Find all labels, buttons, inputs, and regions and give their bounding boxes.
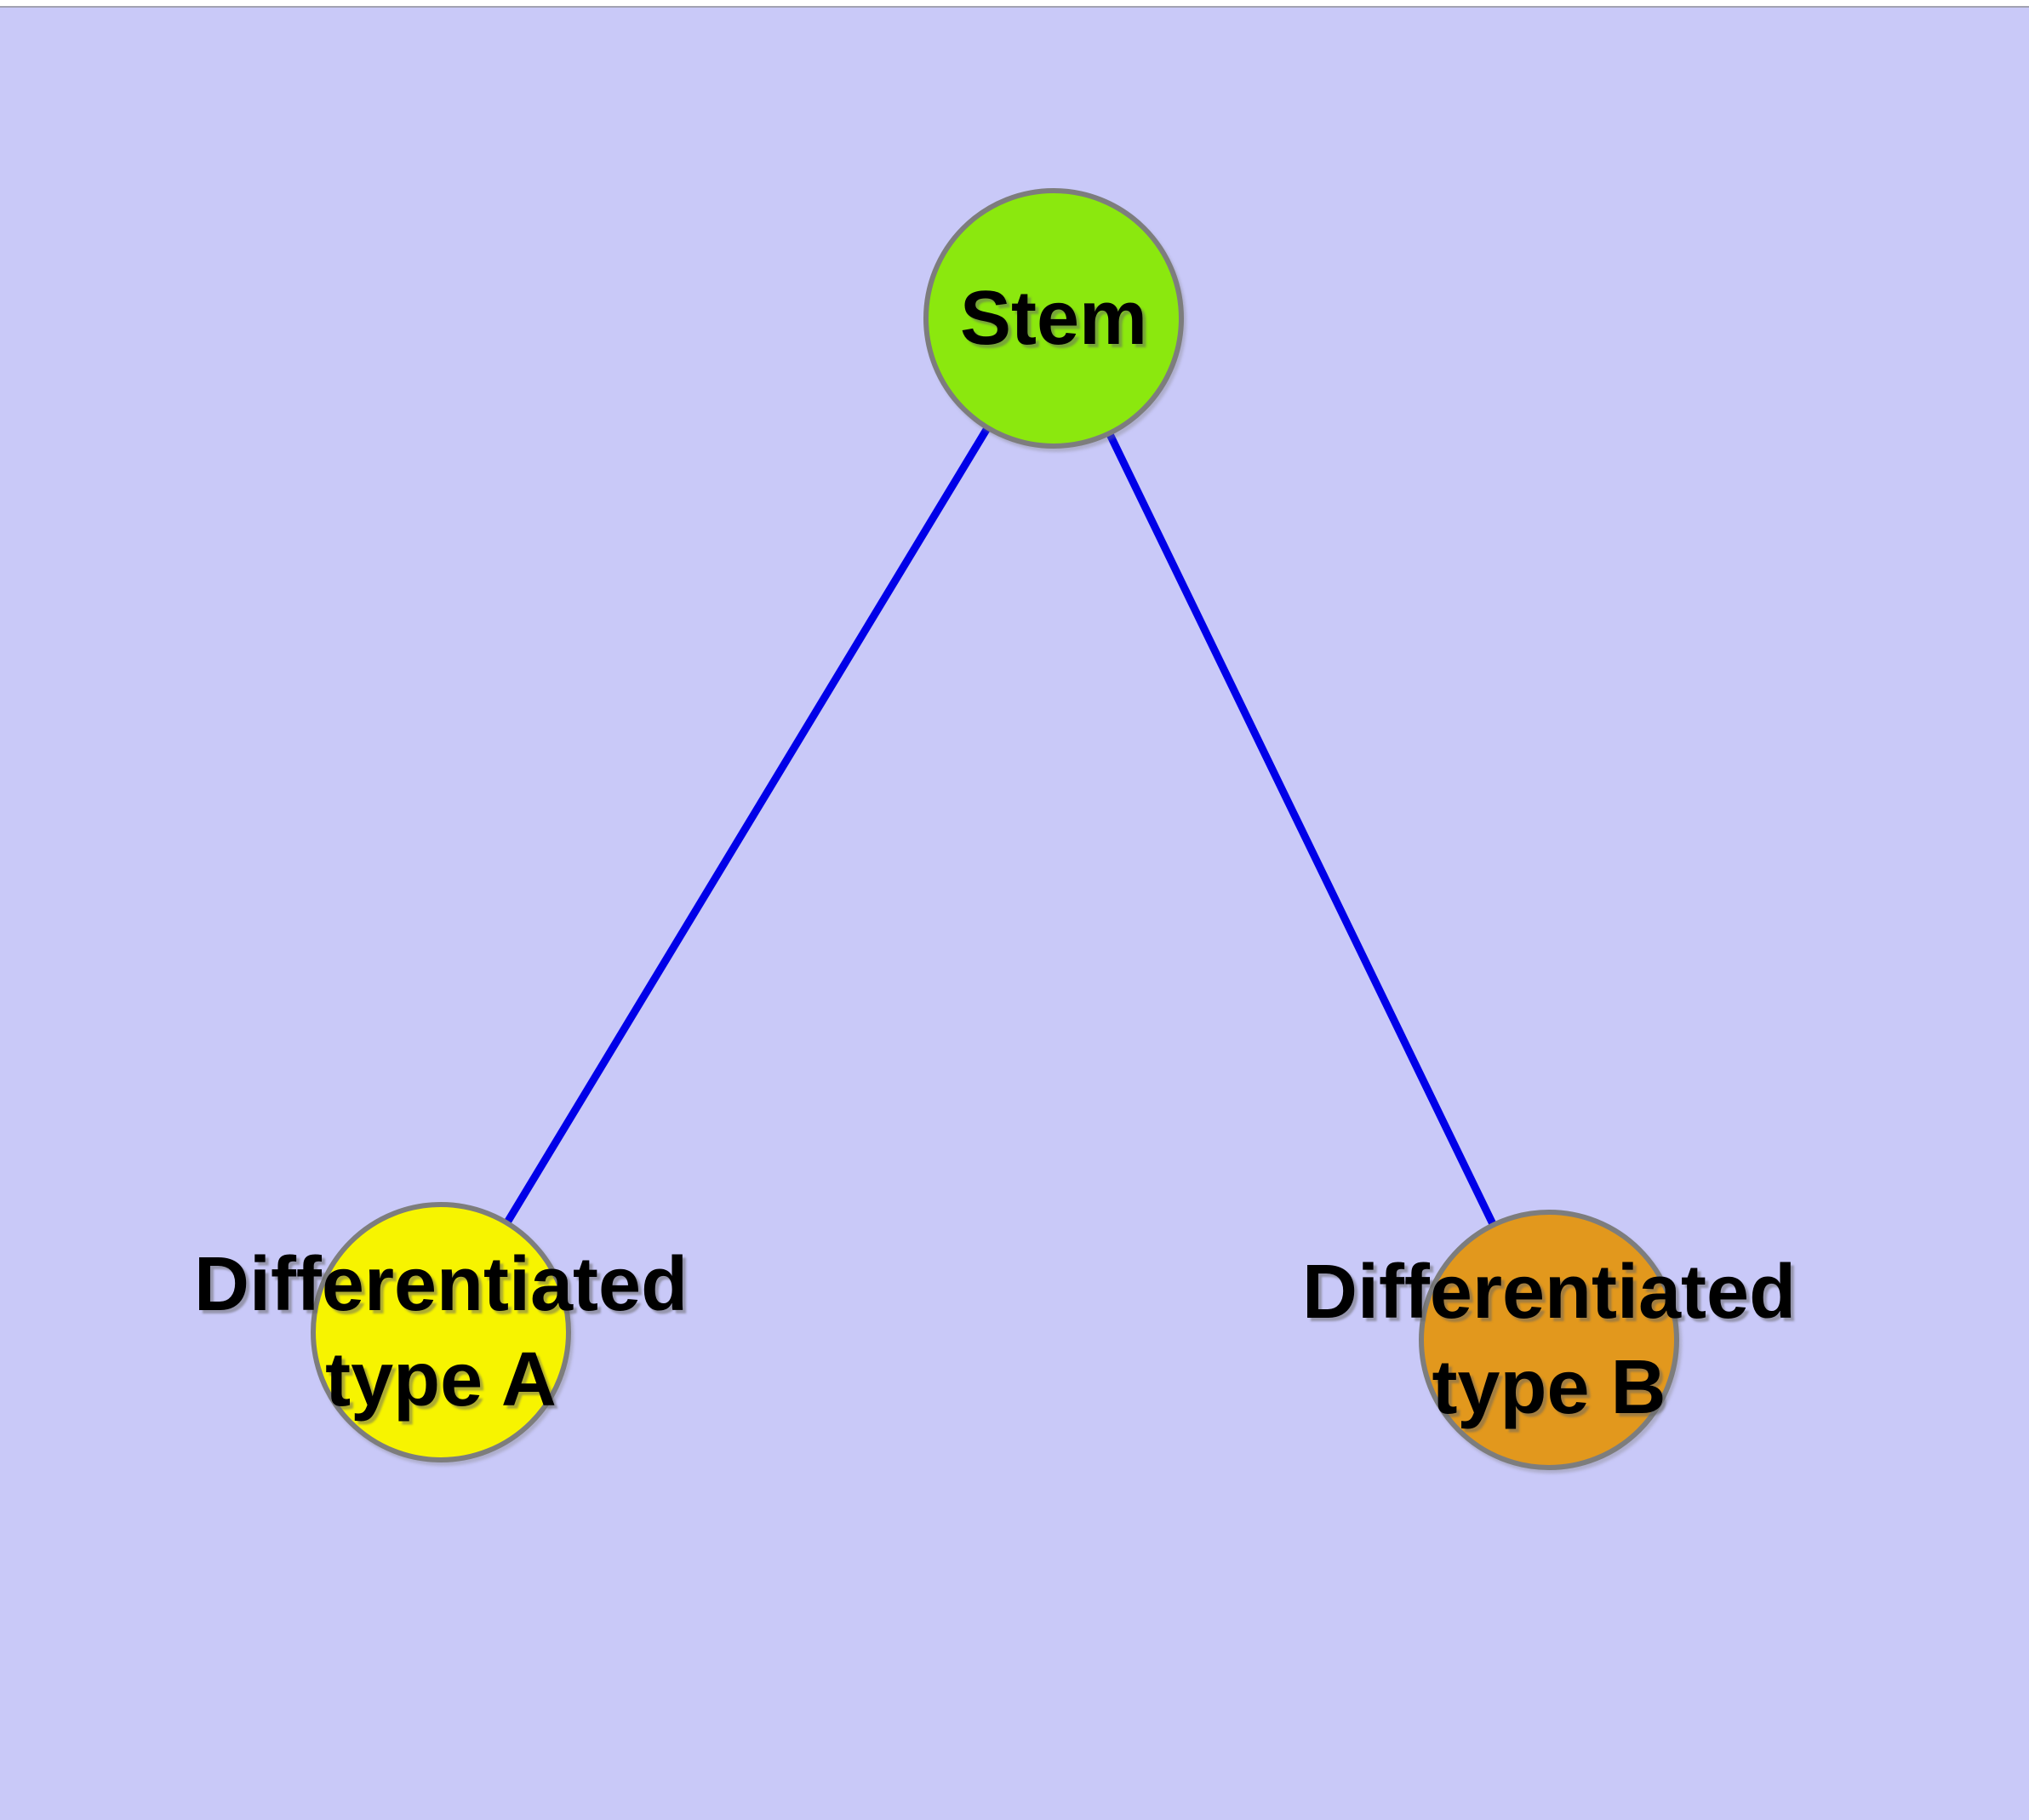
node-type-a-label-line1: Differentiated — [193, 1242, 689, 1327]
node-stem-label-text: Stem — [959, 276, 1148, 361]
node-stem-label: Stem — [960, 271, 1147, 366]
edge-stem-to-type-b — [1049, 317, 1553, 1342]
node-differentiated-type-a-label: Differentiated type A — [194, 1237, 688, 1428]
node-differentiated-type-b: Differentiated type B — [1302, 1210, 1796, 1470]
node-type-b-label-line2: type B — [1432, 1345, 1666, 1430]
node-stem: Stem — [923, 188, 1184, 449]
node-differentiated-type-a: Differentiated type A — [194, 1202, 688, 1462]
edge-stem-to-type-a — [437, 316, 1057, 1335]
graph-canvas: Stem Differentiated type A Differentiate… — [0, 8, 2029, 1820]
edge-layer — [437, 316, 1553, 1342]
node-type-a-label-line2: type A — [325, 1337, 557, 1422]
node-differentiated-type-b-label: Differentiated type B — [1302, 1245, 1796, 1435]
node-type-b-label-line1: Differentiated — [1301, 1250, 1797, 1335]
top-window-strip — [0, 0, 2029, 8]
